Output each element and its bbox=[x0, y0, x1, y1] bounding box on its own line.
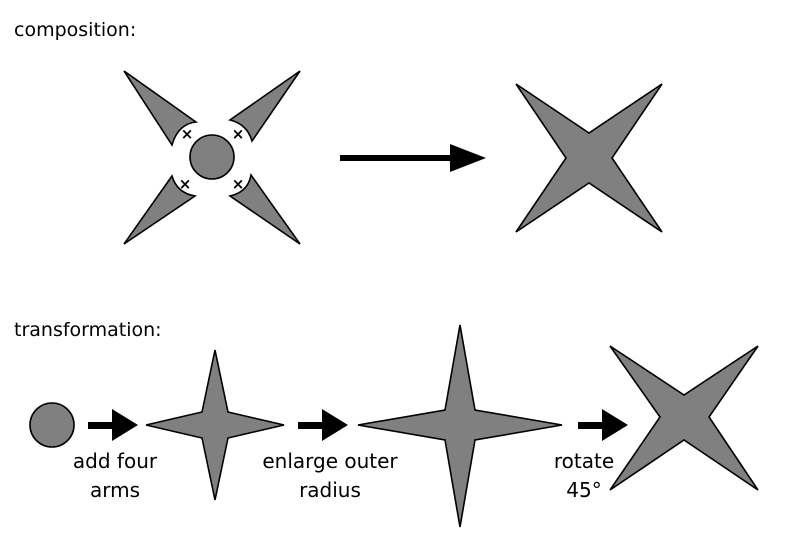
arm-upper-right bbox=[228, 70, 301, 143]
join-mark-upper-right: × bbox=[232, 125, 245, 143]
step-2-caption-line-1: enlarge outer bbox=[262, 449, 398, 473]
step-2-caption-line-2: radius bbox=[299, 478, 361, 502]
composition-result-star bbox=[515, 83, 663, 233]
step-3-caption-line-1: rotate bbox=[554, 449, 614, 473]
step-1-caption-line-2: arms bbox=[90, 478, 140, 502]
step-arrow-2 bbox=[298, 409, 348, 441]
join-mark-lower-right: × bbox=[232, 175, 245, 193]
center-circle bbox=[189, 134, 235, 180]
four-arm-star bbox=[145, 349, 285, 501]
arm-lower-right bbox=[228, 172, 301, 245]
step-1-caption-line-1: add four bbox=[73, 449, 158, 473]
composition-heading: composition: bbox=[14, 19, 136, 41]
transformation-heading: transformation: bbox=[14, 319, 162, 341]
composition-parts: × × × × bbox=[123, 70, 301, 245]
join-mark-upper-left: × bbox=[181, 125, 194, 143]
rotated-star bbox=[609, 345, 759, 491]
step-arrow-1 bbox=[88, 409, 138, 441]
start-circle bbox=[29, 402, 75, 448]
arm-upper-left bbox=[123, 70, 199, 147]
composition-arrow bbox=[340, 144, 486, 172]
join-mark-lower-left: × bbox=[179, 175, 192, 193]
arm-lower-left bbox=[123, 174, 198, 245]
step-arrow-3 bbox=[578, 409, 628, 441]
step-3-caption-line-2: 45° bbox=[566, 478, 601, 502]
enlarged-star bbox=[357, 324, 563, 528]
